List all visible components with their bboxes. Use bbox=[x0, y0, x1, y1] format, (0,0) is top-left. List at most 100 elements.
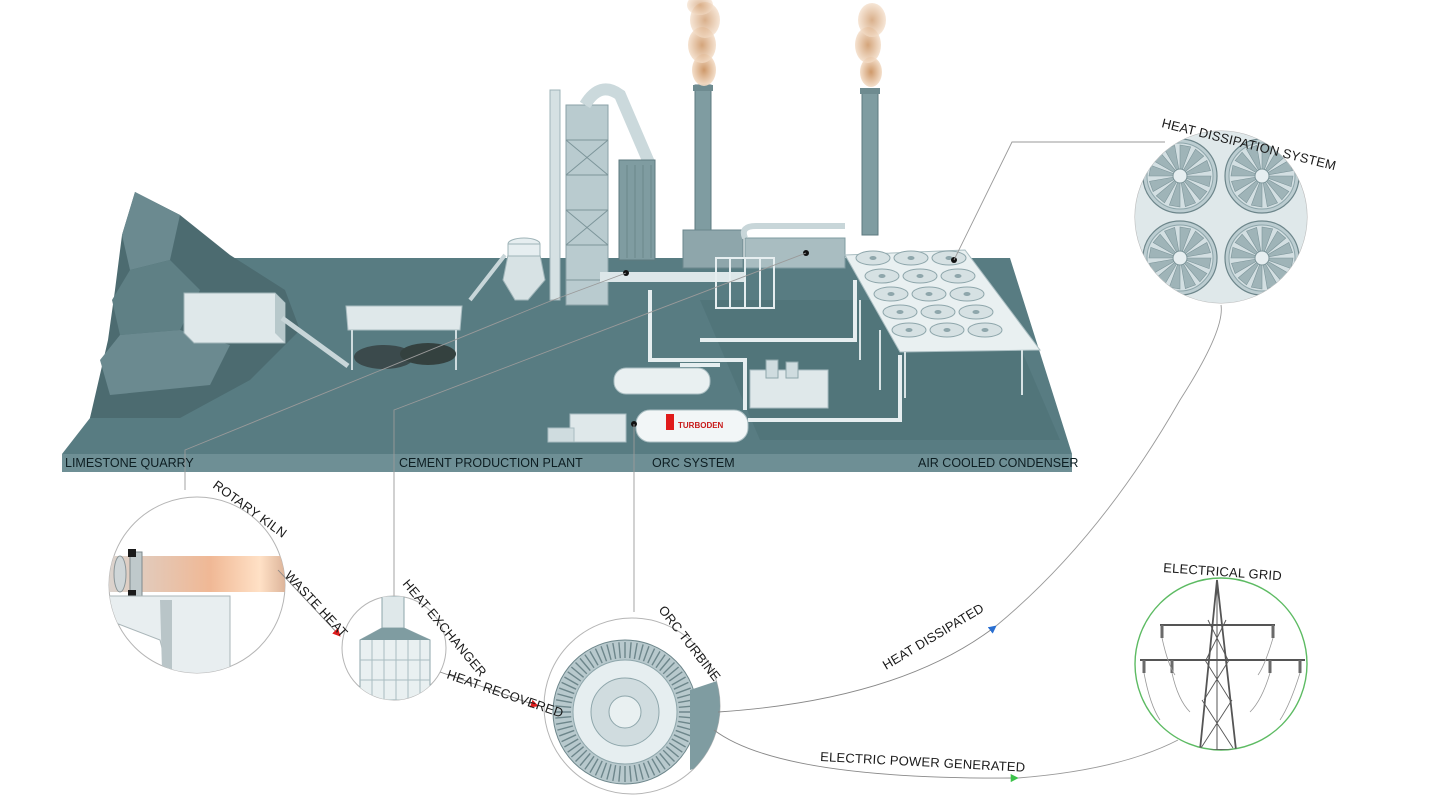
fan-blade bbox=[1179, 175, 1196, 207]
turbine-blade bbox=[673, 734, 689, 743]
fan-hub bbox=[1254, 168, 1270, 184]
stockpile bbox=[400, 343, 456, 365]
turbine-blade bbox=[629, 642, 632, 659]
fan-blade bbox=[1155, 175, 1181, 204]
turbine-blade bbox=[662, 749, 675, 762]
turbine-blade bbox=[584, 654, 595, 669]
chimney-1-smoke bbox=[687, 0, 720, 86]
waste-heat-label: WASTE HEAT bbox=[282, 568, 351, 640]
fan-hub bbox=[1254, 250, 1270, 266]
chimney-2-cap bbox=[860, 88, 880, 94]
turbine-blade bbox=[589, 651, 599, 666]
fan-blade bbox=[1261, 175, 1290, 201]
turbine-blade bbox=[561, 734, 577, 743]
fan-blade bbox=[1261, 226, 1274, 259]
transformer bbox=[765, 359, 779, 379]
acc-fan-hub bbox=[925, 292, 933, 296]
raw-mill-body bbox=[507, 243, 541, 257]
turbine-blade bbox=[665, 746, 680, 758]
turbine-blade bbox=[665, 666, 680, 678]
plant-scene: TURBODEN LIMESTONE QUARRY CEMENT PRODUCT… bbox=[62, 0, 1078, 472]
fan-hub bbox=[1172, 250, 1188, 266]
turbine-blade bbox=[557, 725, 574, 731]
turbine-blade bbox=[633, 765, 638, 782]
transformer bbox=[785, 361, 799, 379]
turbine-blade bbox=[575, 749, 588, 762]
crusher-side bbox=[275, 293, 285, 343]
turbine-blade bbox=[567, 671, 582, 682]
quarry-terrace-1 bbox=[122, 192, 180, 270]
acc-fan-hub bbox=[878, 274, 886, 278]
turbine-blade bbox=[675, 729, 692, 737]
zone-label-air-cooled-condenser: AIR COOLED CONDENSER bbox=[918, 456, 1078, 470]
acc-fans bbox=[855, 250, 1003, 338]
acc-fan-hub bbox=[934, 310, 942, 314]
dissipation-fans bbox=[1135, 131, 1307, 303]
fan-blade bbox=[1179, 160, 1211, 177]
zone-label-quarry: LIMESTONE QUARRY bbox=[65, 456, 194, 470]
electrical-grid-node: ELECTRICAL GRID bbox=[1134, 560, 1308, 751]
fan-blade bbox=[1261, 175, 1294, 188]
ground-slab-edge bbox=[62, 454, 1072, 472]
callout-lines bbox=[184, 141, 1165, 612]
fan-blade bbox=[1164, 227, 1181, 259]
turbine-blade bbox=[659, 752, 671, 767]
turbine-blade bbox=[575, 662, 588, 675]
cooler-building bbox=[682, 229, 744, 269]
fan-blade bbox=[1179, 230, 1205, 259]
turbine-blade bbox=[655, 755, 666, 770]
turbine-blade bbox=[662, 662, 675, 675]
fan-blade bbox=[1237, 175, 1263, 204]
turbine-blade bbox=[606, 644, 612, 661]
turbine-blade bbox=[557, 693, 574, 699]
turbine-blade bbox=[668, 742, 683, 753]
turbine-blade bbox=[564, 738, 579, 748]
fan-blade bbox=[1168, 175, 1181, 208]
heat-dissipated-label: HEAT DISSIPATED bbox=[880, 600, 987, 672]
turbine-blade bbox=[594, 648, 603, 664]
chimney-2-smoke bbox=[855, 3, 886, 87]
turbine-blade bbox=[673, 681, 689, 690]
preheater-duct bbox=[549, 89, 561, 301]
steel-frame bbox=[715, 257, 775, 309]
turboden-logo: TURBODEN bbox=[666, 414, 724, 430]
turbine-blade bbox=[589, 758, 599, 773]
turbine-blade bbox=[642, 762, 650, 779]
turbine-blade bbox=[600, 645, 608, 662]
fan-blade bbox=[1168, 257, 1181, 290]
turbine-blade bbox=[638, 644, 644, 661]
piping bbox=[648, 280, 902, 422]
flow-waste-heat: WASTE HEAT bbox=[277, 568, 351, 640]
bag-filter bbox=[618, 159, 656, 261]
turbine-blade bbox=[579, 657, 591, 672]
acc-legs bbox=[859, 300, 1023, 398]
fan-blade bbox=[1250, 257, 1263, 290]
conveyor bbox=[468, 253, 507, 302]
acc-fan-hub bbox=[972, 310, 980, 314]
fan-blade bbox=[1261, 230, 1287, 259]
turbine-blade bbox=[659, 657, 671, 672]
turbine-blade bbox=[618, 765, 621, 782]
fan-blade bbox=[1237, 257, 1263, 286]
fan-blade bbox=[1179, 257, 1208, 283]
turbine-blade bbox=[564, 676, 579, 686]
fan-blade bbox=[1179, 257, 1196, 289]
turbine-blade bbox=[633, 642, 638, 659]
fan-blade bbox=[1149, 175, 1181, 192]
turbine-blade bbox=[655, 654, 666, 669]
acc-fan-hub bbox=[905, 328, 913, 332]
acc-fan-hub bbox=[963, 292, 971, 296]
turbine-blade bbox=[570, 746, 585, 758]
fan-blade bbox=[1231, 175, 1263, 192]
turbine-blade bbox=[558, 729, 575, 737]
turbine-blade bbox=[612, 765, 617, 782]
turbine-blade bbox=[671, 676, 686, 686]
fan-blade bbox=[1261, 257, 1294, 270]
turbine-blade bbox=[612, 642, 617, 659]
fan-blade bbox=[1250, 175, 1263, 208]
acc-fan-hub bbox=[981, 328, 989, 332]
orc-turbine-skid bbox=[569, 413, 627, 443]
fan-blade bbox=[1152, 233, 1181, 259]
fan-blade bbox=[1179, 226, 1192, 259]
